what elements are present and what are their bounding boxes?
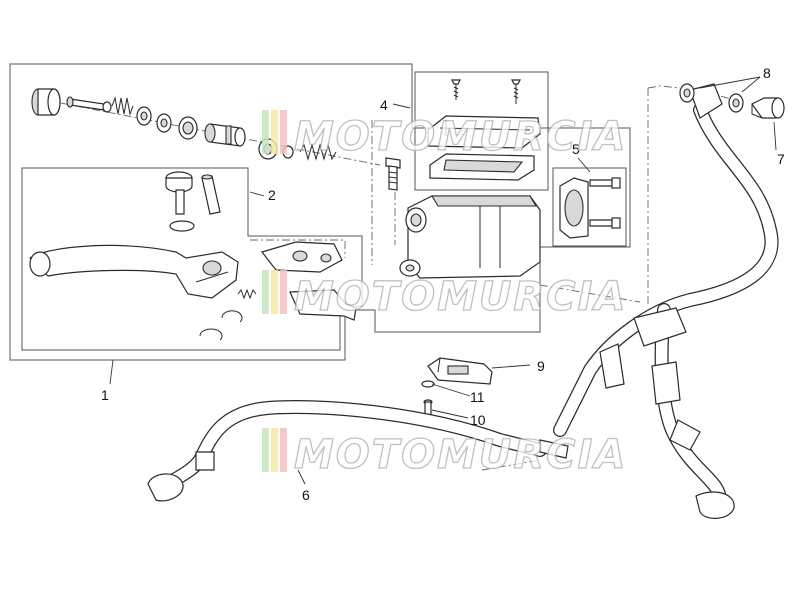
sealing-washers	[679, 83, 744, 113]
callout-1: 1	[101, 387, 109, 403]
piston	[204, 123, 246, 147]
banjo-bolt	[385, 157, 401, 191]
clamp-bolt-lower	[589, 217, 621, 229]
callout-7: 7	[777, 151, 785, 167]
callout-6: 6	[302, 487, 310, 503]
brake-hose-front	[147, 400, 569, 502]
watermark-bottom: MOTOMURCIA	[262, 428, 627, 479]
handlebar-clamp	[559, 177, 621, 239]
switch-washer	[421, 380, 435, 388]
callout-11: 11	[470, 389, 485, 405]
assembly-frames	[9, 63, 631, 361]
watermark-stripe	[280, 110, 287, 154]
dust-cap	[31, 88, 61, 116]
reservoir-cover-box	[414, 71, 549, 191]
cover-screw-right	[511, 79, 521, 104]
leader-lines	[109, 76, 777, 485]
return-spring	[299, 143, 337, 161]
clamp-bolt-upper	[589, 177, 621, 189]
callout-10: 10	[470, 412, 486, 428]
callout-2: 2	[268, 187, 276, 203]
lever-switch-plate	[289, 289, 357, 321]
pivot-washer	[169, 220, 195, 232]
watermark-text: MOTOMURCIA	[294, 432, 627, 478]
watermark-text: MOTOMURCIA	[294, 114, 627, 160]
lever-subassembly-frame	[21, 167, 363, 351]
watermark-stripe	[271, 270, 278, 314]
watermark-stripe	[280, 270, 287, 314]
watermark-stripe	[262, 428, 269, 472]
callout-9: 9	[537, 358, 545, 374]
callout-5: 5	[572, 141, 580, 157]
master-cylinder-body	[399, 195, 541, 279]
watermark-stripe	[271, 110, 278, 154]
watermark-stripe	[262, 110, 269, 154]
brake-lever	[29, 244, 239, 299]
push-rod	[66, 96, 112, 113]
small-spring	[111, 96, 134, 116]
callout-labels: 1 2 4 5 6 7 8 9 10 11	[101, 65, 785, 503]
brake-hose-rear	[553, 83, 779, 519]
callout-8: 8	[763, 65, 771, 81]
brake-light-switch	[427, 357, 493, 385]
watermark-stripe	[271, 428, 278, 472]
master-cylinder-frame	[9, 63, 631, 361]
lever-subassembly	[29, 171, 357, 341]
watermark-stripe	[262, 270, 269, 314]
watermark-text: MOTOMURCIA	[294, 274, 627, 320]
piston-seal-kit	[31, 88, 337, 161]
seal-washers	[136, 106, 198, 140]
adjuster-spring	[237, 288, 257, 300]
watermark-stripe	[280, 428, 287, 472]
watermark-top: MOTOMURCIA	[262, 110, 627, 161]
lever-adjuster-block	[260, 241, 343, 273]
clamp-box	[552, 167, 627, 247]
callout-4: 4	[380, 97, 388, 113]
circlip-lower	[199, 328, 223, 341]
watermark-middle: MOTOMURCIA	[262, 270, 627, 321]
cover-screw-left	[451, 79, 461, 100]
pivot-bushing	[201, 174, 221, 215]
banjo-bolt-hose	[751, 97, 785, 119]
reservoir-cap	[427, 115, 541, 149]
circlip-upper	[221, 310, 243, 323]
pivot-pin	[165, 171, 193, 215]
reservoir-cover-kit	[427, 79, 541, 181]
